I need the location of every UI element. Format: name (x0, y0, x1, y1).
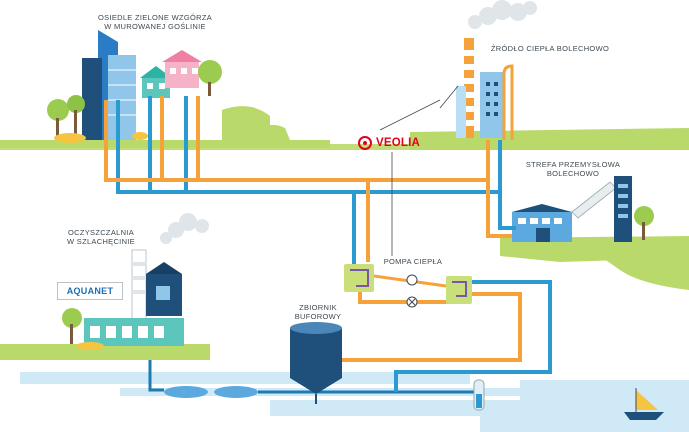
label-strefa: STREFA PRZEMYSŁOWA BOLECHOWO (525, 160, 621, 178)
ww-hall (84, 318, 184, 346)
tree-estate-1 (198, 60, 222, 84)
label-zrodlo: ŹRÓDŁO CIEPŁA BOLECHOWO (490, 44, 610, 53)
sampling-tube (473, 379, 485, 411)
grass-right-lower (600, 252, 689, 290)
heat-source-plant (439, 0, 537, 140)
tower-navy (82, 58, 102, 140)
leader-zrodlo (379, 99, 441, 131)
plant-chimney-ww (131, 249, 147, 321)
water-band-5 (480, 416, 689, 432)
plant-annex (456, 86, 466, 138)
water-band-1 (20, 372, 470, 384)
house-pink (165, 62, 199, 88)
industrial-zone (512, 176, 654, 242)
housing-estate (47, 30, 222, 143)
boat (624, 388, 664, 420)
tank-body (290, 328, 342, 378)
tree-estate-3 (67, 95, 85, 113)
house-teal-roof (140, 66, 172, 78)
tower-light (108, 55, 136, 140)
clarifier-2 (214, 386, 258, 398)
bush-yellow-1 (54, 133, 86, 143)
label-zbiornik: ZBIORNIK BUFOROWY (294, 303, 342, 321)
buffer-tank (290, 322, 342, 404)
plant-pipe-loop (502, 64, 514, 140)
veolia-mark-icon (358, 136, 372, 150)
tree-estate-2 (47, 99, 69, 121)
aquanet-wordmark: AQUANET (66, 286, 114, 296)
heat-pump-module-right (446, 276, 472, 304)
chimney (464, 38, 474, 138)
pipes-hot (104, 96, 522, 362)
label-pompa: POMPA CIEPŁA (383, 257, 443, 266)
grass-left-lower (0, 344, 210, 360)
veolia-wordmark: VEOLIA (376, 137, 421, 149)
tree-ww (62, 308, 82, 328)
factory-door (536, 228, 550, 242)
aquanet-sign: AQUANET (57, 282, 123, 300)
tree-industrial (634, 206, 654, 226)
water-band-3 (520, 380, 689, 400)
compressor (406, 274, 418, 286)
grass-hill-left (222, 106, 270, 140)
label-oczyszczalnia: OCZYSZCZALNIA W SZLACHĘCINIE (67, 228, 135, 246)
industrial-tower (614, 176, 632, 242)
wastewater-plant (62, 213, 480, 398)
house-pink-roof (162, 50, 202, 62)
bush-yellow-2 (132, 132, 148, 140)
clarifier-1 (164, 386, 208, 398)
heat-pump-unit (344, 264, 472, 308)
veolia-logo: VEOLIA (358, 134, 428, 152)
conveyor (571, 181, 617, 219)
grass-top-right (410, 128, 689, 150)
plant-building (480, 72, 504, 138)
grass-top-left (0, 124, 330, 148)
label-osiedle: OSIEDLE ZIELONE WZGÓRZA W MUROWANEJ GOŚL… (98, 13, 212, 31)
heat-pump-module-left (344, 264, 374, 292)
pipes-cold (116, 96, 552, 392)
